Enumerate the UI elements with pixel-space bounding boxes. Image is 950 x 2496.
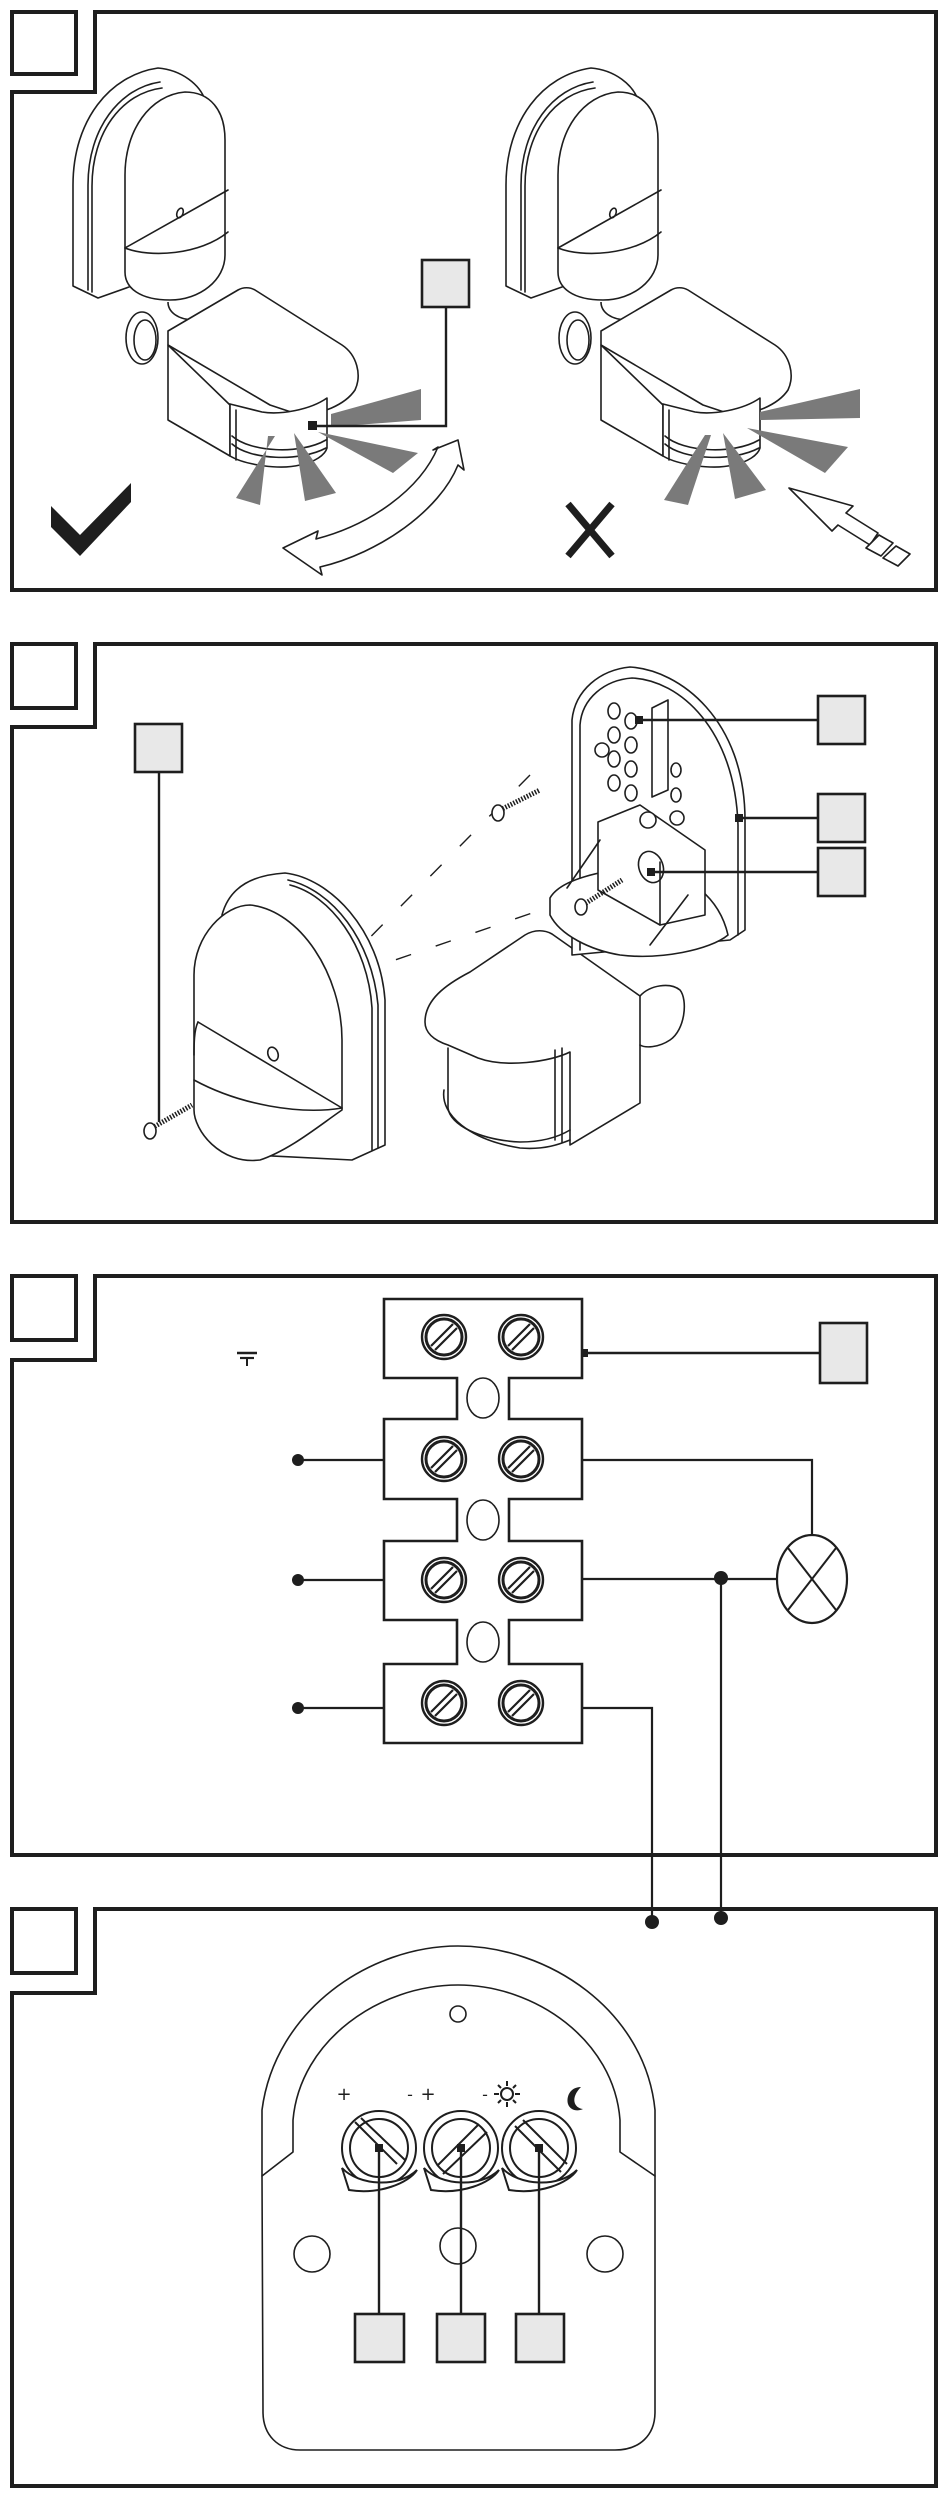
sun-icon	[494, 2081, 520, 2107]
mounting-hole	[586, 2235, 624, 2273]
dial-2-plus-label: +	[420, 2084, 435, 2105]
approach-arrow-icon	[788, 487, 911, 567]
terminal-dot	[292, 1454, 304, 1466]
lamp-icon	[775, 1533, 849, 1625]
dial-labels: + - + -	[336, 2081, 583, 2111]
x-mark-icon	[565, 501, 615, 559]
front-cover	[193, 872, 386, 1162]
label-box	[818, 1321, 869, 1385]
ray	[664, 435, 711, 505]
hole	[449, 2005, 467, 2023]
dial-2-minus-label: -	[407, 2085, 413, 2104]
label-box	[816, 792, 867, 844]
check-icon	[51, 483, 131, 556]
mounting-hole	[293, 2235, 331, 2273]
panel-2	[10, 642, 938, 1224]
callout-cover-screw	[133, 722, 184, 1122]
panel-4-frame	[10, 1907, 938, 2488]
ray	[331, 389, 421, 427]
detection-rays-correct	[236, 389, 421, 505]
terminal-block	[382, 1297, 584, 1745]
terminal-block	[594, 699, 685, 829]
moon-icon	[567, 2087, 583, 2111]
step-number-box-4	[10, 1907, 78, 1975]
step-number-box-2	[10, 642, 78, 710]
terminal-dot	[645, 1915, 659, 1929]
sensor-underside-plate	[261, 1945, 656, 2451]
terminal-dot	[292, 1702, 304, 1714]
callout-time-dial	[353, 2148, 406, 2364]
screw-icon	[491, 787, 542, 822]
light-sensor-window	[439, 2227, 477, 2265]
dial-3-minus-label: -	[482, 2085, 488, 2104]
callout-sensor-lens	[308, 258, 471, 430]
rotate-arrow-icon	[282, 439, 465, 576]
label-box	[133, 722, 184, 774]
step-number-box-1	[10, 10, 78, 76]
ray	[747, 428, 848, 473]
ray	[294, 433, 336, 501]
callout-terminal	[635, 694, 867, 746]
label-box	[435, 2312, 487, 2364]
ground-icon	[237, 1351, 257, 1366]
ray	[318, 432, 418, 473]
label-box	[420, 258, 471, 309]
label-box	[816, 694, 867, 746]
dial-1-plus-label: +	[336, 2084, 351, 2105]
sensor-head	[424, 929, 686, 1150]
panel-2-frame	[10, 642, 938, 1224]
label-box	[353, 2312, 406, 2364]
label-box	[816, 846, 867, 898]
panel-4: + - + -	[10, 1907, 938, 2488]
callout-cable-entry	[647, 846, 867, 898]
detection-rays-incorrect	[664, 389, 860, 505]
panel-3	[10, 1274, 938, 1929]
callout-lux-dial	[514, 2148, 566, 2364]
sensor-incorrect	[505, 67, 792, 468]
ray	[760, 389, 860, 420]
panel-3-frame	[10, 1274, 938, 1857]
panel-1-frame	[10, 10, 938, 592]
screw-icon	[574, 877, 624, 916]
screw-icon	[143, 1102, 194, 1140]
label-box	[514, 2312, 566, 2364]
step-number-box-3	[10, 1274, 78, 1342]
callout-housing	[735, 792, 867, 844]
panel-1	[10, 10, 938, 592]
terminal-dot	[714, 1911, 728, 1925]
wiring	[292, 1454, 814, 1929]
junction-dot	[714, 1571, 728, 1585]
ray	[723, 433, 766, 499]
ray	[236, 436, 275, 505]
terminal-dot	[292, 1574, 304, 1586]
callout-sensitivity-dial	[435, 2148, 487, 2364]
sensor-correct	[72, 67, 359, 468]
callout-earth-terminal	[582, 1321, 869, 1385]
